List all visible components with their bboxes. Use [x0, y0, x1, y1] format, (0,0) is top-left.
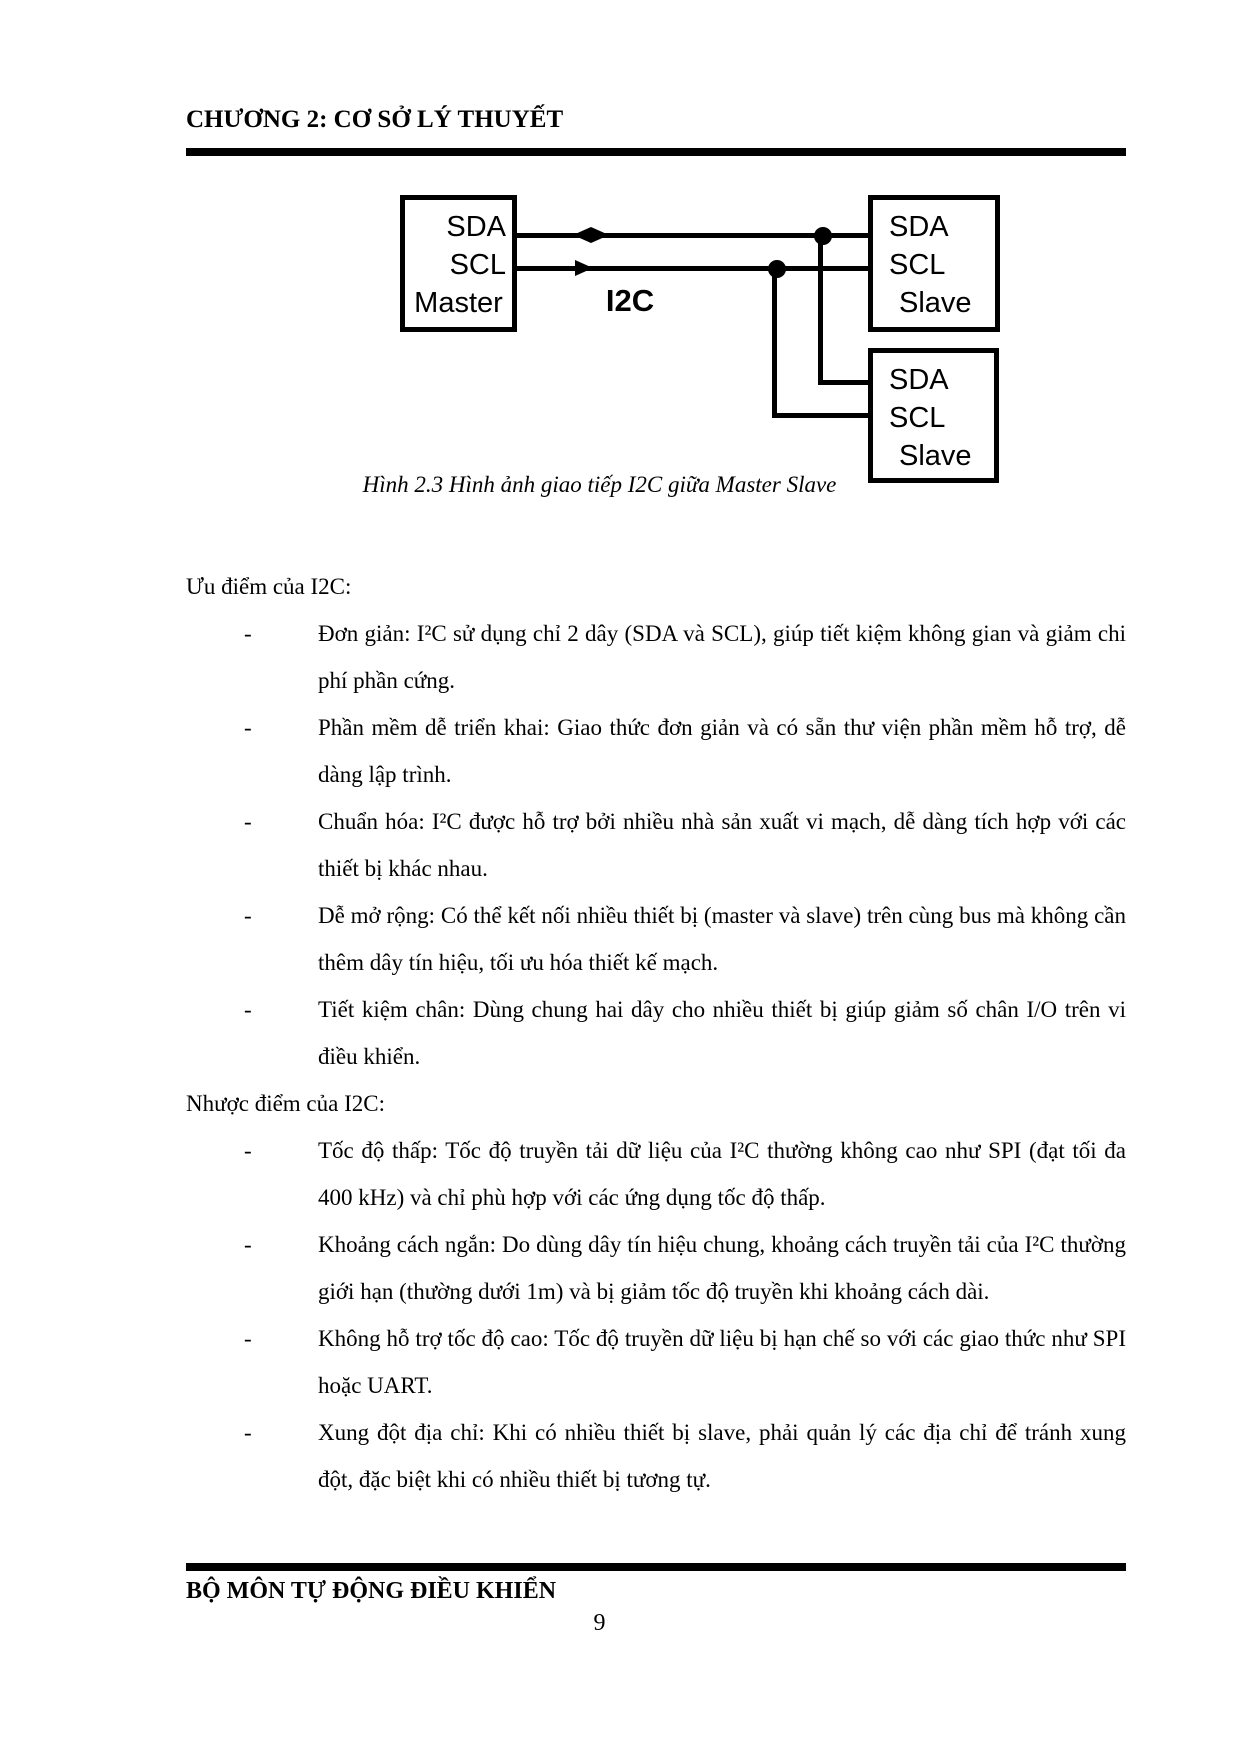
master-sda-label: SDA — [446, 211, 506, 243]
list-item-text: Khoảng cách ngắn: Do dùng dây tín hiệu c… — [318, 1232, 1126, 1304]
bullet-marker: - — [244, 621, 252, 646]
slave-top-name-label: Slave — [899, 287, 972, 319]
list-item-text: Đơn giản: I²C sử dụng chỉ 2 dây (SDA và … — [318, 621, 1126, 693]
slave-top-box: SDA SCL Slave — [868, 195, 1000, 332]
sda-branch-line-vertical — [818, 235, 823, 385]
list-item: - Đơn giản: I²C sử dụng chỉ 2 dây (SDA và… — [186, 610, 1126, 704]
body-text: Ưu điểm của I2C: - Đơn giản: I²C sử dụng … — [186, 563, 1126, 1503]
bullet-marker: - — [244, 715, 252, 740]
footer-rule — [186, 1563, 1126, 1571]
list-item-text: Tiết kiệm chân: Dùng chung hai dây cho n… — [318, 997, 1126, 1069]
list-item: - Không hỗ trợ tốc độ cao: Tốc độ truyền … — [186, 1315, 1126, 1409]
list-item-text: Phần mềm dễ triển khai: Giao thức đơn gi… — [318, 715, 1126, 787]
master-scl-label: SCL — [449, 249, 506, 281]
list-item-text: Dễ mở rộng: Có thể kết nối nhiều thiết b… — [318, 903, 1126, 975]
bullet-marker: - — [244, 1420, 252, 1445]
slave-top-scl-label: SCL — [889, 249, 946, 281]
bullet-marker: - — [244, 1232, 252, 1257]
bullet-marker: - — [244, 997, 252, 1022]
footer-department: BỘ MÔN TỰ ĐỘNG ĐIỀU KHIỂN — [186, 1578, 557, 1604]
bullet-marker: - — [244, 809, 252, 834]
scl-right-arrow-icon — [575, 260, 593, 276]
header-rule — [186, 148, 1126, 156]
list-item: - Tiết kiệm chân: Dùng chung hai dây cho … — [186, 986, 1126, 1080]
list-item: - Dễ mở rộng: Có thể kết nối nhiều thiết … — [186, 892, 1126, 986]
sda-junction-dot — [814, 227, 832, 245]
list-item-text: Không hỗ trợ tốc độ cao: Tốc độ truyền d… — [318, 1326, 1126, 1398]
advantages-heading: Ưu điểm của I2C: — [186, 574, 352, 599]
sda-bus-line — [516, 233, 868, 238]
i2c-bus-label: I2C — [605, 283, 655, 318]
sda-right-arrow-icon — [591, 227, 609, 243]
list-item: - Tốc độ thấp: Tốc độ truyền tải dữ liệu … — [186, 1127, 1126, 1221]
list-item: - Khoảng cách ngắn: Do dùng dây tín hiệu … — [186, 1221, 1126, 1315]
slave-bottom-sda-label: SDA — [889, 364, 949, 396]
scl-branch-line-horizontal — [772, 413, 868, 418]
sda-left-arrow-icon — [573, 227, 591, 243]
bullet-marker: - — [244, 1138, 252, 1163]
slave-bottom-name-label: Slave — [899, 440, 972, 472]
bullet-marker: - — [244, 903, 252, 928]
master-name-label: Master — [414, 287, 503, 319]
bullet-marker: - — [244, 1326, 252, 1351]
chapter-header: CHƯƠNG 2: CƠ SỞ LÝ THUYẾT — [186, 106, 564, 133]
list-item-text: Chuẩn hóa: I²C được hỗ trợ bởi nhiều nhà… — [318, 809, 1126, 881]
page-number: 9 — [593, 1610, 606, 1636]
list-item: - Xung đột địa chỉ: Khi có nhiều thiết bị… — [186, 1409, 1126, 1503]
list-item-text: Tốc độ thấp: Tốc độ truyền tải dữ liệu c… — [318, 1138, 1126, 1210]
scl-branch-line-vertical — [772, 268, 777, 418]
disadvantages-heading: Nhược điểm của I2C: — [186, 1091, 385, 1116]
list-item: - Phần mềm dễ triển khai: Giao thức đơn g… — [186, 704, 1126, 798]
sda-branch-line-horizontal — [818, 380, 868, 385]
master-box: SDA SCL Master — [400, 195, 517, 332]
slave-bottom-scl-label: SCL — [889, 402, 946, 434]
figure-caption: Hình 2.3 Hình ảnh giao tiếp I2C giữa Mas… — [362, 472, 837, 497]
slave-top-sda-label: SDA — [889, 211, 949, 243]
list-item: - Chuẩn hóa: I²C được hỗ trợ bởi nhiều nh… — [186, 798, 1126, 892]
slave-bottom-box: SDA SCL Slave — [868, 348, 999, 483]
scl-junction-dot — [768, 260, 786, 278]
scl-bus-line — [516, 266, 868, 271]
list-item-text: Xung đột địa chỉ: Khi có nhiều thiết bị … — [318, 1420, 1126, 1492]
